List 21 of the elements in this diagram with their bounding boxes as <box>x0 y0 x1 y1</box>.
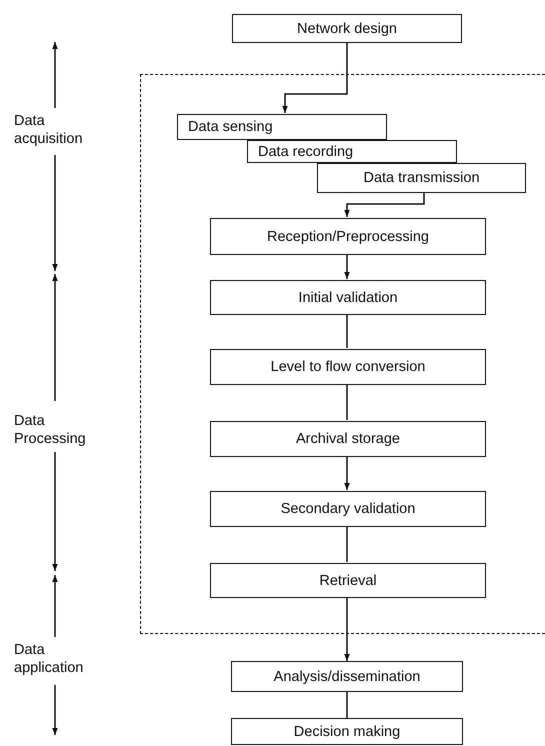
arrow <box>344 456 350 490</box>
process-box: Network design <box>232 14 462 43</box>
process-box: Analysis/dissemination <box>231 661 463 692</box>
process-box: Reception/Preprocessing <box>210 218 486 255</box>
arrow <box>344 597 350 661</box>
process-box: Retrieval <box>210 563 486 598</box>
process-box: Decision making <box>231 718 463 745</box>
process-box: Data transmission <box>317 163 526 193</box>
process-box: Secondary validation <box>210 491 486 527</box>
phase-label: Data application <box>14 641 84 677</box>
phase-label: Data Processing <box>14 412 87 448</box>
arrow <box>282 43 348 113</box>
process-box: Data sensing <box>177 114 387 140</box>
process-box: Archival storage <box>210 421 486 457</box>
arrow <box>344 192 425 217</box>
process-box: Initial validation <box>210 280 486 315</box>
phase-label: Data acquisition <box>14 112 84 148</box>
process-box: Data recording <box>247 140 457 163</box>
arrow <box>344 254 350 279</box>
dashed-frame <box>140 74 545 634</box>
process-box: Level to flow conversion <box>210 349 486 385</box>
